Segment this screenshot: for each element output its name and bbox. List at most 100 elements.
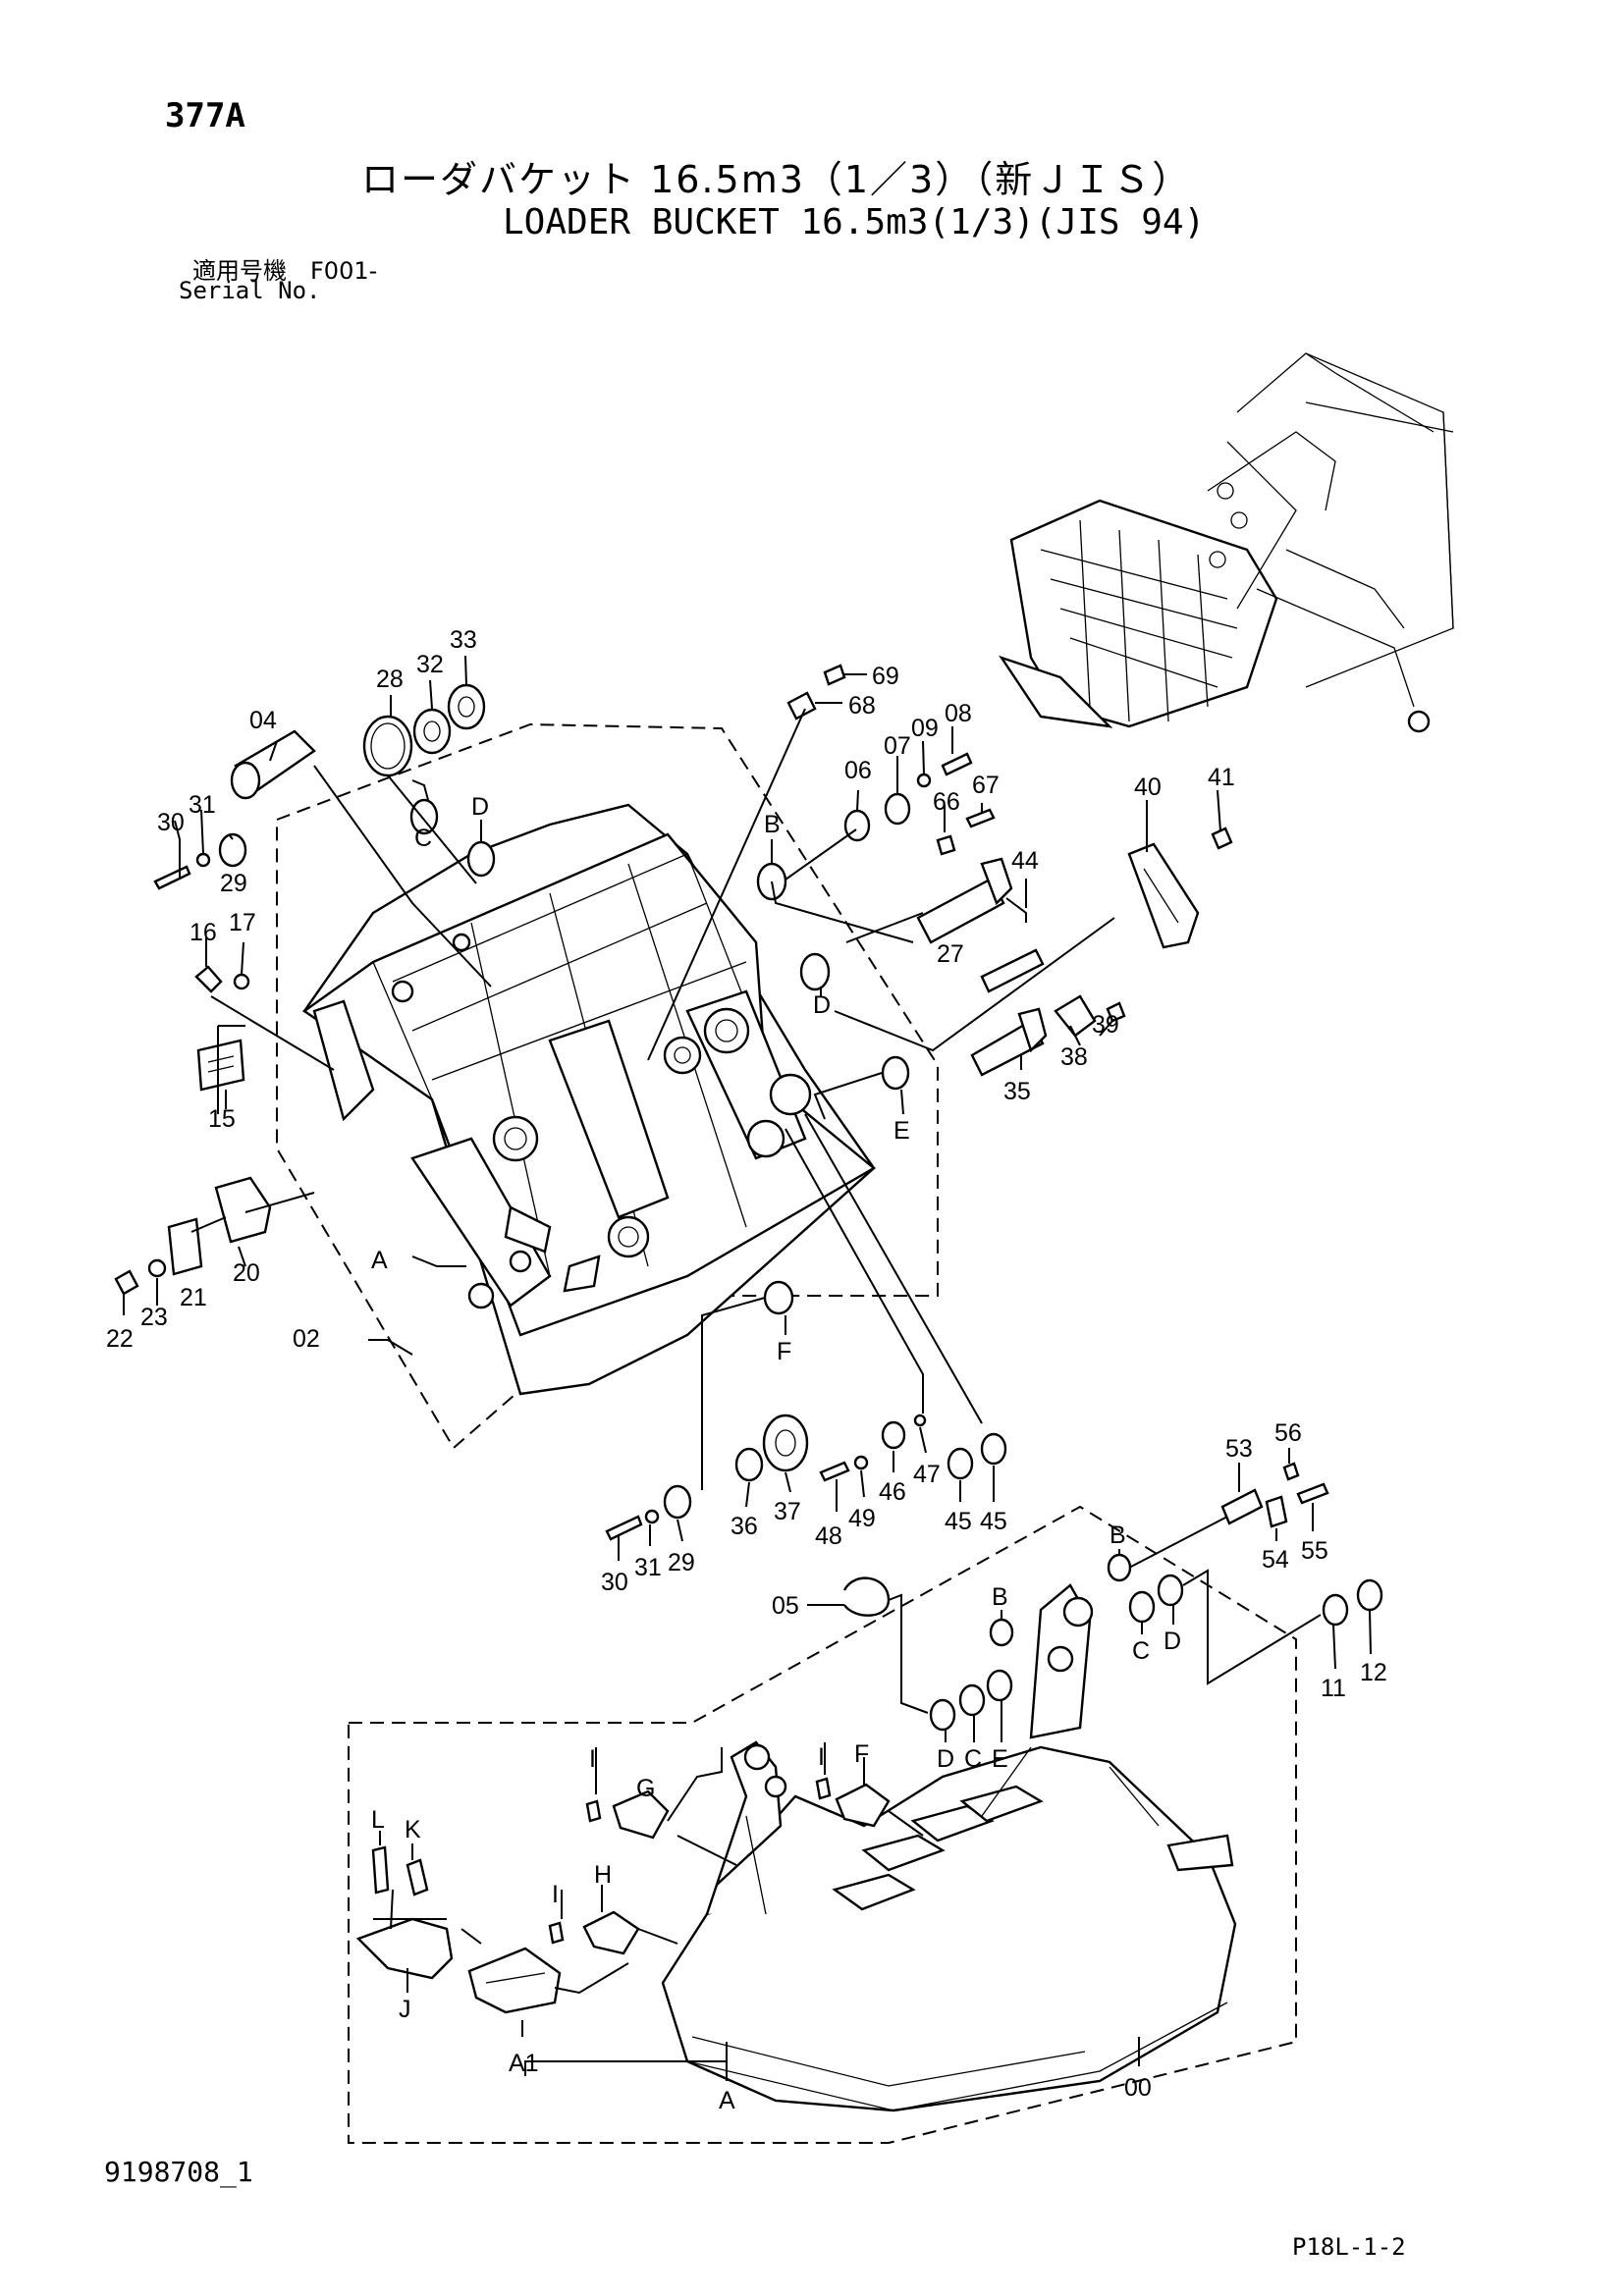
letter-i-1: I: [589, 1745, 596, 1773]
callout-35: 35: [1003, 1078, 1031, 1105]
serial-label-english: Serial No.: [179, 277, 321, 304]
washer-33: [447, 683, 486, 730]
lock-k: [406, 1858, 429, 1896]
oring-47: [913, 1414, 927, 1427]
pin-i-1: [585, 1799, 602, 1823]
reference-letters: C D B D E A F B B C D D C E G I I F L K …: [371, 793, 1181, 2114]
callout-46: 46: [879, 1478, 906, 1506]
ring-05: [842, 1576, 891, 1617]
washer-32: [412, 708, 452, 755]
callout-37: 37: [774, 1498, 801, 1525]
bushing-c: [409, 798, 439, 835]
pin-04: [230, 729, 316, 800]
document-number: 9198708_1: [104, 2156, 253, 2188]
washer-17: [233, 973, 250, 990]
callout-11: 11: [1321, 1675, 1346, 1702]
shim-37: [762, 1414, 809, 1472]
bushing-45a: [947, 1447, 974, 1480]
callout-31-left: 31: [189, 791, 216, 819]
letter-c-bucket-1: C: [1132, 1637, 1150, 1665]
bolt-69: [823, 664, 846, 686]
callout-68: 68: [848, 692, 876, 720]
callout-27: 27: [937, 940, 964, 968]
bushing-d1: [466, 840, 496, 878]
callout-48: 48: [815, 1522, 842, 1550]
callout-67: 67: [972, 772, 1000, 799]
leader-lines-bucket: [373, 1448, 1372, 2081]
bucket-body: [661, 1583, 1237, 2112]
callout-16: 16: [189, 919, 217, 946]
letter-i-2: I: [818, 1743, 825, 1771]
pin-i-2: [815, 1777, 832, 1800]
letter-k: K: [405, 1816, 421, 1843]
callout-39: 39: [1092, 1011, 1119, 1039]
callout-45-a: 45: [945, 1508, 972, 1535]
bushing-f-frame: [763, 1280, 794, 1315]
callout-36: 36: [731, 1513, 758, 1540]
callout-31-lower: 31: [634, 1554, 662, 1581]
callout-41: 41: [1208, 764, 1235, 791]
letter-e-frame: E: [893, 1117, 910, 1145]
bolt-30-left: [153, 865, 191, 890]
pin-l: [371, 1845, 390, 1895]
callout-29-left: 29: [220, 870, 247, 897]
callout-12: 12: [1360, 1659, 1387, 1686]
callout-02: 02: [293, 1325, 320, 1353]
plate-40: [1127, 842, 1200, 949]
bushing-b-b1: [1107, 1553, 1132, 1582]
callout-numbers: 04 28 32 33 30 31 29 16 17 15 20 21 22 2…: [106, 626, 1387, 2102]
pin-27: [916, 857, 1013, 944]
callout-53: 53: [1225, 1435, 1253, 1463]
seal-06: [843, 809, 871, 842]
name-plate-15: [196, 1039, 245, 1092]
serial-label-japanese: 適用号機 F001-: [192, 257, 378, 285]
callout-06: 06: [844, 757, 872, 784]
washer-11: [1322, 1593, 1349, 1627]
callout-30-lower: 30: [601, 1569, 628, 1596]
pin-35: [970, 1007, 1048, 1077]
bolt-08: [941, 752, 973, 776]
washer-31-lower: [644, 1509, 660, 1524]
washer-31-left: [195, 852, 211, 868]
callout-55: 55: [1301, 1537, 1328, 1565]
bolt-67: [965, 808, 996, 828]
letter-j: J: [399, 1996, 411, 2023]
letter-a1: A1: [509, 2050, 539, 2077]
callout-17: 17: [229, 909, 256, 936]
letter-b-frame: B: [764, 811, 781, 838]
bracket-20: [214, 1176, 272, 1244]
callout-49: 49: [848, 1505, 876, 1532]
page-reference: P18L-1-2: [1292, 2233, 1406, 2261]
letter-d-frame-2: D: [813, 991, 831, 1019]
leader-lines-frame: [123, 655, 1221, 1561]
callout-45-b: 45: [980, 1508, 1007, 1535]
snap-ring-28: [362, 715, 413, 777]
bushing-29-left: [218, 832, 247, 868]
callout-54: 54: [1262, 1546, 1289, 1574]
bushing-46: [881, 1420, 906, 1450]
frame-body: [301, 803, 877, 1396]
bracket-38: [1054, 994, 1097, 1038]
letter-g: G: [636, 1775, 655, 1802]
bolt-22: [114, 1269, 139, 1296]
block-66: [936, 834, 956, 856]
callout-69: 69: [872, 663, 899, 690]
side-protector-h: [582, 1910, 640, 1955]
bushing-e-frame: [881, 1055, 910, 1091]
pin-53: [1220, 1488, 1264, 1525]
callout-66: 66: [933, 788, 960, 816]
pin-i-3: [548, 1921, 565, 1945]
letter-d-frame-1: D: [471, 793, 489, 821]
letter-d-bucket-1: D: [1164, 1628, 1181, 1655]
callout-09: 09: [911, 715, 939, 742]
bushing-b-b2: [989, 1618, 1014, 1647]
plate-21: [167, 1217, 203, 1276]
letter-e-bucket: E: [992, 1745, 1008, 1773]
bushing-d2: [799, 952, 831, 991]
callout-28: 28: [376, 666, 404, 693]
letter-f-frame: F: [777, 1338, 791, 1365]
callout-38: 38: [1060, 1043, 1088, 1071]
bushing-d-b2: [929, 1698, 956, 1732]
pin-44: [980, 948, 1045, 993]
